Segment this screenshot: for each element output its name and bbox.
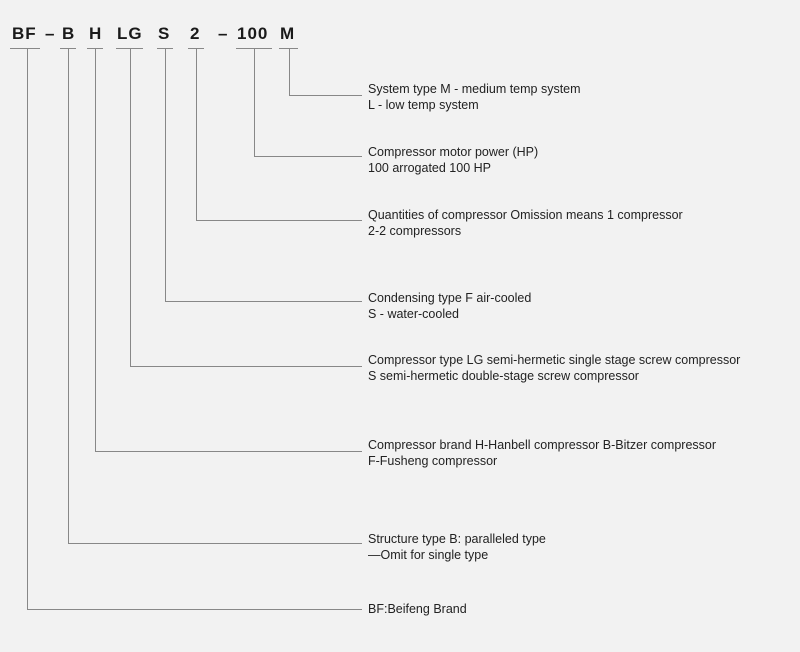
desc-compressor-brand: Compressor brand H-Hanbell compressor B-… xyxy=(368,437,716,469)
connector-compressor-type xyxy=(130,48,362,367)
desc-system-type-line-1: System type M - medium temp system xyxy=(368,82,581,96)
desc-compressor-brand-line-2: F-Fusheng compressor xyxy=(368,454,498,468)
desc-condensing-line-2: S - water-cooled xyxy=(368,307,460,321)
connector-motor-power xyxy=(254,48,362,157)
desc-brand: BF:Beifeng Brand xyxy=(368,601,467,617)
connector-quantities xyxy=(196,48,362,221)
code-dash-1: – xyxy=(45,24,56,43)
desc-condensing: Condensing type F air-cooled S - water-c… xyxy=(368,290,531,322)
connector-compressor-brand xyxy=(95,48,362,452)
desc-quantities: Quantities of compressor Omission means … xyxy=(368,207,683,239)
connector-brand xyxy=(27,48,362,610)
code-b: B xyxy=(62,24,76,43)
connector-structure-type xyxy=(68,48,362,544)
code-dash-2: – xyxy=(218,24,229,43)
code-h: H xyxy=(89,24,103,43)
desc-compressor-type: Compressor type LG semi-hermetic single … xyxy=(368,352,740,384)
code-bf: BF xyxy=(12,24,37,43)
desc-structure-type-line-2: —Omit for single type xyxy=(368,548,489,562)
code-2: 2 xyxy=(190,24,201,43)
desc-motor-power-line-1: Compressor motor power (HP) xyxy=(368,145,539,159)
desc-motor-power-line-2: 100 arrogated 100 HP xyxy=(368,161,492,175)
desc-quantities-line-1: Quantities of compressor Omission means … xyxy=(368,208,683,222)
desc-system-type: System type M - medium temp system L - l… xyxy=(368,81,581,113)
desc-brand-line-1: BF:Beifeng Brand xyxy=(368,602,467,616)
desc-compressor-type-line-1: Compressor type LG semi-hermetic single … xyxy=(368,353,741,367)
code-s: S xyxy=(158,24,171,43)
code-m: M xyxy=(280,24,296,43)
code-lg: LG xyxy=(117,24,143,43)
desc-structure-type: Structure type B: paralleled type —Omit … xyxy=(368,531,546,563)
desc-system-type-line-2: L - low temp system xyxy=(368,98,479,112)
desc-structure-type-line-1: Structure type B: paralleled type xyxy=(368,532,546,546)
desc-compressor-brand-line-1: Compressor brand H-Hanbell compressor B-… xyxy=(368,438,717,452)
connector-system-type xyxy=(289,48,362,96)
desc-condensing-line-1: Condensing type F air-cooled xyxy=(368,291,532,305)
connector-condensing xyxy=(165,48,362,302)
code-100: 100 xyxy=(237,24,269,43)
desc-motor-power: Compressor motor power (HP) 100 arrogate… xyxy=(368,144,538,176)
desc-compressor-type-line-2: S semi-hermetic double-stage screw compr… xyxy=(368,369,639,383)
desc-quantities-line-2: 2-2 compressors xyxy=(368,224,462,238)
